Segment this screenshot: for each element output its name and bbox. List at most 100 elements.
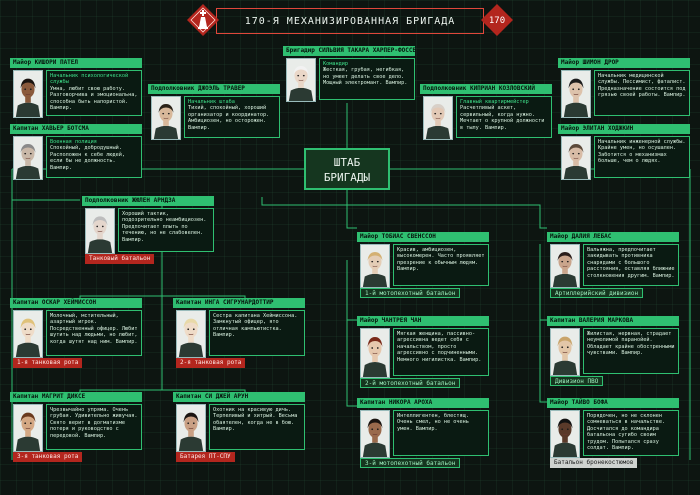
officer-card-svensson: Майор ТОБИАС СВЕНССОН Красив, амбициозен,… [357, 232, 489, 300]
unit-label: 3-й мотопехотный батальон [360, 458, 461, 468]
portrait-avatar [176, 310, 206, 358]
portrait-avatar [423, 96, 453, 140]
officer-bio: Сестра капитана Хеймиссона. Замкнутый оф… [213, 313, 298, 339]
officer-bio: Чрезвычайно упряма. Очень грубая. Удивит… [50, 407, 138, 439]
portrait-avatar [176, 404, 206, 452]
officer-role: Военная полиция [50, 139, 97, 145]
officer-header: Майор ШИМОН ДРОР [558, 58, 690, 68]
unit-label: 1-я танковая рота [13, 358, 83, 368]
hq-line1: ШТАБ [333, 156, 361, 169]
portrait-avatar [13, 404, 43, 452]
officer-bio: Тихий, спокойный, хороший организатор и … [188, 105, 270, 131]
officer-header: Майор КИШОРИ ПАТЕЛ [10, 58, 142, 68]
officer-header: Подполковник ЖЮЛЕН АРНДЗА [82, 196, 214, 206]
officer-role: Начальник психологической службы [50, 73, 129, 86]
officer-card-kozlovsky: Подполковник КИПРИАН КОЗЛОВСКИЙ Главный к… [420, 84, 552, 140]
officer-card-hodzhkin: Майор ЭЛИТАН ХОДЖКИН Начальник инженерной… [558, 124, 690, 180]
officer-header: Капитан ОСКАР ХЕЙМИССОН [10, 298, 142, 308]
officer-card-arun: Капитан СИ ДЖЕЙ АРУН Охотник на красивую … [173, 392, 305, 464]
officer-header: Капитан ВАЛЕРИЯ МАРКОВА [547, 316, 679, 326]
officer-description: Чрезвычайно упряма. Очень грубая. Удивит… [46, 404, 142, 450]
officer-header: Бригадир СИЛЬВИЯ ТАКАРА ХАРПЕР-ФОССЕТ [283, 46, 415, 56]
officer-header: Майор ТАЙВО БОФА [547, 398, 679, 408]
portrait-avatar [13, 136, 43, 180]
officer-card-chan: Майор ЧАНТРЕЯ ЧАН Мягкая женщина, пассивн… [357, 316, 489, 390]
officer-bio: Интеллигентен, блестящ. Очень смел, но н… [397, 413, 469, 432]
title-frame: 170-Я МЕХАНИЗИРОВАННАЯ БРИГАДА [216, 8, 484, 34]
officer-card-heymisson: Капитан ОСКАР ХЕЙМИССОН Молочный, мстител… [10, 298, 142, 370]
officer-card-patel: Майор КИШОРИ ПАТЕЛ Начальник психологичес… [10, 58, 142, 118]
officer-role: Начальник штаба [188, 99, 235, 105]
portrait-avatar [360, 244, 390, 288]
officer-header: Капитан СИ ДЖЕЙ АРУН [173, 392, 305, 402]
unit-label: 3-я танковая рота [13, 452, 83, 462]
officer-card-dror: Майор ШИМОН ДРОР Начальник медицинской сл… [558, 58, 690, 118]
portrait-avatar [550, 244, 580, 288]
officer-description: Сестра капитана Хеймиссона. Замкнутый оф… [209, 310, 305, 356]
officer-bio: Расчетливый аскет, сервильный, когда нуж… [460, 105, 545, 131]
officer-header: Капитан МАГРИТ ДИКСЕ [10, 392, 142, 402]
officer-card-bofa: Майор ТАЙВО БОФА Порядочен, но не склонен… [547, 398, 679, 470]
officer-card-markova: Капитан ВАЛЕРИЯ МАРКОВА Жилистая, нервная… [547, 316, 679, 388]
officer-card-aroha: Капитан НИКОРА АРОХА Интеллигентен, блест… [357, 398, 489, 470]
portrait-avatar [13, 70, 43, 118]
unit-label: 1-й мотопехотный батальон [360, 288, 461, 298]
portrait-avatar [286, 58, 316, 102]
portrait-avatar [360, 328, 390, 378]
unit-label: 2-й мотопехотный батальон [360, 378, 461, 388]
officer-bio: Жилистая, нервная, страдает неумолимой п… [587, 331, 675, 357]
officer-card-lebas: Майор ДАЛИЯ ЛЕБАС Вальяжна, предпочитает … [547, 232, 679, 300]
officer-bio: Жесткая, грубая, негибкая, но умеет дела… [323, 67, 408, 87]
unit-label: Танковый батальон [85, 254, 155, 264]
officer-header: Майор ЧАНТРЕЯ ЧАН [357, 316, 489, 326]
unit-label: Батальон бронекостюмов [550, 458, 638, 468]
officer-description: Начальник инженерной службы. Крайне умен… [594, 136, 690, 178]
unit-label: 2-я танковая рота [176, 358, 246, 368]
officer-bio: Молочный, мстительный, азартный игрок. П… [50, 313, 138, 345]
officer-header: Капитан НИКОРА АРОХА [357, 398, 489, 408]
officer-bio: Начальник медицинской службы. Пессимист,… [598, 73, 686, 99]
brigade-number-emblem-icon: 170 [481, 4, 513, 36]
hq-box: ШТАБ БРИГАДЫ [304, 148, 390, 190]
officer-bio: Порядочен, но не склонен сомневаться в н… [587, 413, 666, 452]
officer-bio: Красив, амбициозен, высокомерен. Часто п… [397, 247, 485, 273]
portrait-avatar [85, 208, 115, 254]
officer-description: Жилистая, нервная, страдает неумолимой п… [583, 328, 679, 374]
portrait-avatar [561, 70, 591, 118]
chess-king-emblem-icon [187, 4, 219, 36]
officer-header: Капитан ХАВЬЕР БОТСМА [10, 124, 142, 134]
officer-description: Хороший тактик, подозрительно неамбициоз… [118, 208, 214, 252]
officer-header: Майор ТОБИАС СВЕНССОН [357, 232, 489, 242]
officer-description: Красив, амбициозен, высокомерен. Часто п… [393, 244, 489, 286]
officer-description: Охотник на красивую дичь. Терпеливый и х… [209, 404, 305, 450]
unit-label: Артиллерийский дивизион [550, 288, 644, 298]
portrait-avatar [151, 96, 181, 140]
officer-header: Майор ЭЛИТАН ХОДЖКИН [558, 124, 690, 134]
unit-label: Батарея ПТ-СПУ [176, 452, 235, 462]
portrait-avatar [360, 410, 390, 458]
hq-line2: БРИГАДЫ [323, 171, 371, 184]
portrait-avatar [13, 310, 43, 358]
officer-bio: Умна, любит свою работу. Разговорчива и … [50, 85, 138, 112]
officer-header: Подполковник КИПРИАН КОЗЛОВСКИЙ [420, 84, 552, 94]
officer-description: Молочный, мстительный, азартный игрок. П… [46, 310, 142, 356]
page-title: 170-Я МЕХАНИЗИРОВАННАЯ БРИГАДА [244, 16, 456, 27]
portrait-avatar [550, 328, 580, 376]
officer-description: Вальяжна, предпочитает закидывать против… [583, 244, 679, 286]
officer-card-arndza: Подполковник ЖЮЛЕН АРНДЗА Хороший тактик,… [82, 196, 214, 266]
officer-bio: Охотник на красивую дичь. Терпеливый и х… [213, 407, 298, 433]
emblem-number: 170 [489, 16, 505, 26]
officer-bio: Вальяжна, предпочитает закидывать против… [587, 247, 675, 279]
portrait-avatar [561, 136, 591, 180]
officer-header: Майор ДАЛИЯ ЛЕБАС [547, 232, 679, 242]
officer-description: Интеллигентен, блестящ. Очень смел, но н… [393, 410, 489, 456]
officer-description: Порядочен, но не склонен сомневаться в н… [583, 410, 679, 456]
officer-bio: Мягкая женщина, пассивно-агрессивна веде… [397, 331, 482, 363]
